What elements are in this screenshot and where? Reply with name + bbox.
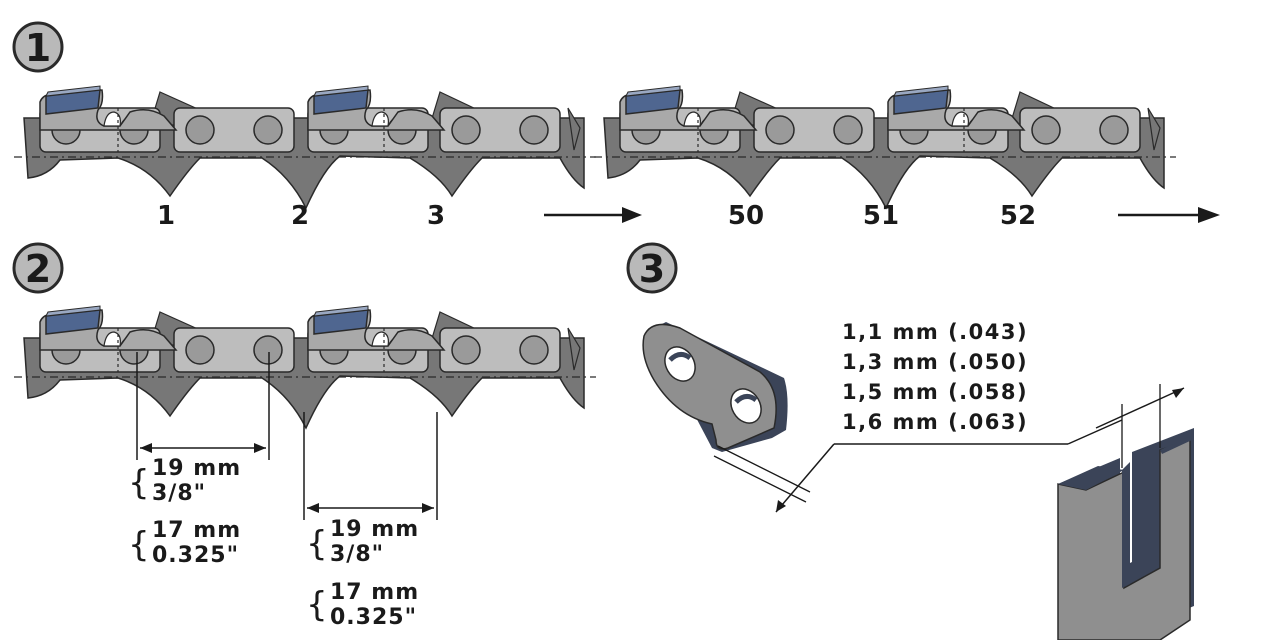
gauge-dimension-groove bbox=[1095, 384, 1185, 468]
gauge-label-2: 1,3 mm (.050) bbox=[842, 350, 1028, 374]
link-number-3: 3 bbox=[427, 201, 445, 231]
drive-link-part bbox=[642, 322, 788, 452]
guide-bar-groove bbox=[1057, 428, 1194, 640]
pitch-spec-2: { 17 mm 0.325" bbox=[128, 518, 241, 568]
pitch-spec-4: { 17 mm 0.325" bbox=[306, 580, 419, 630]
badge-1-label: 1 bbox=[25, 26, 51, 70]
link-number-2: 2 bbox=[291, 201, 309, 231]
brace-icon: { bbox=[306, 524, 328, 564]
gauge-label-3: 1,5 mm (.058) bbox=[842, 380, 1028, 404]
brace-icon: { bbox=[306, 585, 328, 625]
badge-2: 2 bbox=[12, 242, 64, 294]
pitch-spec-4-inch: 0.325" bbox=[330, 605, 417, 630]
badge-1: 1 bbox=[12, 21, 64, 73]
pitch-spec-2-inch: 0.325" bbox=[152, 543, 239, 568]
right-arrow-icon bbox=[1118, 207, 1220, 223]
link-number-52: 52 bbox=[1000, 201, 1036, 231]
pitch-spec-1-inch: 3/8" bbox=[152, 481, 206, 506]
chain-segment-end bbox=[594, 85, 1176, 210]
pitch-spec-3-mm: 19 mm bbox=[330, 517, 419, 542]
pitch-spec-1: { 19 mm 3/8" bbox=[128, 456, 241, 506]
gauge-label-4: 1,6 mm (.063) bbox=[842, 410, 1028, 434]
link-number-1: 1 bbox=[157, 201, 175, 231]
pitch-dimension-teeth bbox=[303, 412, 438, 520]
chain-segment-start bbox=[14, 85, 596, 210]
brace-icon: { bbox=[128, 463, 150, 503]
pitch-dimension-rivets bbox=[136, 352, 270, 460]
link-number-51: 51 bbox=[863, 201, 899, 231]
badge-3: 3 bbox=[626, 242, 678, 294]
gauge-label-1: 1,1 mm (.043) bbox=[842, 320, 1028, 344]
pitch-spec-3: { 19 mm 3/8" bbox=[306, 517, 419, 567]
badge-2-label: 2 bbox=[25, 247, 51, 291]
link-number-50: 50 bbox=[728, 201, 764, 231]
pitch-spec-4-mm: 17 mm bbox=[330, 580, 419, 605]
pitch-spec-2-mm: 17 mm bbox=[152, 518, 241, 543]
badge-3-label: 3 bbox=[639, 247, 665, 291]
gauge-dimension-link bbox=[713, 419, 1123, 513]
pitch-spec-3-inch: 3/8" bbox=[330, 542, 384, 567]
chain-segment-pitch bbox=[14, 305, 596, 430]
pitch-spec-1-mm: 19 mm bbox=[152, 456, 241, 481]
right-arrow-icon bbox=[544, 207, 642, 223]
brace-icon: { bbox=[128, 525, 150, 565]
